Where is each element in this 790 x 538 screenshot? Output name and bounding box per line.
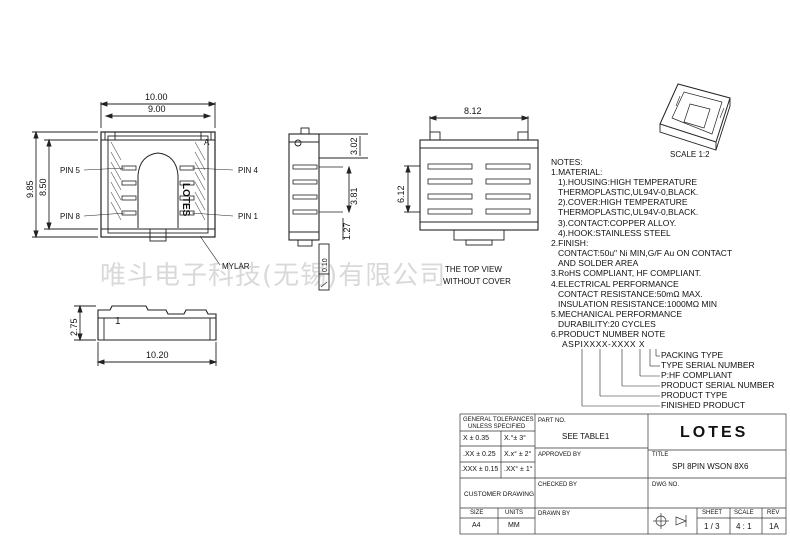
- notes-heading: NOTES:: [551, 157, 583, 167]
- legend-item: PACKING TYPE: [661, 350, 724, 360]
- bottom-view: 8.12 6.12 THE TOP VIEW WITHOUT COVER: [396, 106, 539, 286]
- dim-10-20: 10.20: [146, 350, 169, 360]
- tol-ang: .XX° ± 1°: [504, 466, 533, 473]
- note-line: THERMOPLASTIC,UL94V-0,BLACK.: [558, 207, 699, 217]
- rev-label: REV: [767, 510, 780, 516]
- legend-item: P:HF COMPLIANT: [661, 370, 733, 380]
- dim-8-12: 8.12: [464, 106, 482, 116]
- tol-header-1: GENERAL TOLERANCES: [463, 417, 534, 423]
- company-logo: LOTES: [680, 424, 749, 441]
- size-value: A4: [472, 522, 481, 529]
- dim-9-85: 9.85: [25, 180, 35, 198]
- note-line: 3).CONTACT:COPPER ALLOY.: [558, 218, 677, 228]
- note-line: CONTACT RESISTANCE:50mΩ MAX.: [558, 289, 703, 299]
- dim-3-81: 3.81: [349, 187, 359, 205]
- note-line: THERMOPLASTIC,UL94V-0,BLACK.: [558, 187, 699, 197]
- legend-item: PRODUCT TYPE: [661, 390, 728, 400]
- sheet-label: SHEET: [702, 510, 723, 516]
- tol-ang: X.°± 3°: [504, 435, 526, 442]
- part-no-label: PART NO.: [538, 418, 566, 424]
- units-value: MM: [508, 522, 520, 529]
- note-line: 6.PRODUCT NUMBER NOTE: [551, 329, 666, 339]
- iso-scale-label: SCALE 1:2: [670, 150, 710, 159]
- legend-item: TYPE SERIAL NUMBER: [661, 360, 755, 370]
- front-view: 1 2.75 10.20: [69, 304, 218, 366]
- note-line: 2).COVER:HIGH TEMPERATURE: [558, 197, 688, 207]
- iso-view: SCALE 1:2: [659, 83, 731, 159]
- note-line: 1.MATERIAL:: [551, 167, 603, 177]
- tol-ang: X.x° ± 2°: [504, 451, 532, 458]
- flatness-value: 0.10: [322, 258, 329, 272]
- customer-drawing: CUSTOMER DRAWING: [464, 491, 535, 498]
- note-line: CONTACT:50u" Ni MIN,G/F Au ON CONTACT: [558, 248, 733, 258]
- note-line: 1).HOUSING:HIGH TEMPERATURE: [558, 177, 698, 187]
- scale-value: 4 : 1: [736, 522, 752, 531]
- part-number-leaders: [581, 349, 660, 407]
- title-block: [459, 413, 787, 535]
- legend-item: PRODUCT SERIAL NUMBER: [661, 380, 775, 390]
- note-line: 4).HOOK:STAINLESS STEEL: [558, 228, 671, 238]
- bottom-caption-1: THE TOP VIEW: [445, 265, 502, 274]
- dim-2-75: 2.75: [69, 318, 79, 336]
- approved-by: APPROVED BY: [538, 452, 582, 458]
- dim-3-02: 3.02: [349, 137, 359, 155]
- side-view: 3.02 3.81 1.27 0.10: [288, 127, 368, 291]
- units-label: UNITS: [505, 510, 523, 516]
- tol-header-2: UNLESS SPECIFIED: [468, 424, 526, 430]
- legend-item: FINISHED PRODUCT: [661, 400, 746, 410]
- pin-1-label: PIN 1: [238, 212, 259, 221]
- size-label: SIZE: [470, 510, 484, 516]
- front-pin-number: 1: [115, 316, 121, 327]
- dwg-no-label: DWG NO.: [652, 482, 679, 488]
- sheet-value: 1 / 3: [704, 522, 720, 531]
- dim-1-27: 1.27: [342, 222, 352, 240]
- mylar-label: MYLAR: [222, 262, 250, 271]
- pin-8-label: PIN 8: [60, 212, 81, 221]
- pin-4-label: PIN 4: [238, 166, 259, 175]
- scale-label: SCALE: [734, 510, 754, 516]
- note-line: AND SOLDER AREA: [558, 258, 639, 268]
- rev-value: 1A: [769, 522, 779, 531]
- dim-10-00: 10.00: [145, 92, 168, 102]
- dim-9-00: 9.00: [148, 104, 166, 114]
- checked-by: CHECKED BY: [538, 482, 578, 488]
- pin-5-label: PIN 5: [60, 166, 81, 175]
- tol-lin: .XXX ± 0.15: [461, 466, 499, 473]
- dim-8-50: 8.50: [38, 178, 48, 196]
- dim-6-12: 6.12: [396, 185, 406, 203]
- note-line: 5.MECHANICAL PERFORMANCE: [551, 309, 682, 319]
- brand-mark: LOTES: [180, 183, 191, 217]
- part-no-value: SEE TABLE1: [562, 432, 610, 441]
- top-view: 10.00 9.00 LOTES A 9.85 8: [25, 92, 259, 271]
- title-value: SPI 8PIN WSON 8X6: [672, 462, 749, 471]
- note-line: INSULATION RESISTANCE:1000MΩ MIN: [558, 299, 718, 309]
- note-line: DURABILITY:20 CYCLES: [558, 319, 656, 329]
- note-line: 4.ELECTRICAL PERFORMANCE: [551, 279, 679, 289]
- watermark: 唯斗电子科技(无锡)有限公司: [100, 261, 447, 291]
- part-code: ASPIXXXX-XXXX X: [562, 339, 646, 349]
- tol-lin: .XX ± 0.25: [463, 451, 496, 458]
- note-line: 2.FINISH:: [551, 238, 589, 248]
- drawn-by: DRAWN BY: [538, 511, 571, 517]
- note-line: 3.RoHS COMPLIANT, HF COMPLIANT.: [551, 268, 702, 278]
- title-label: TITLE: [652, 452, 669, 458]
- pin-a-label: A: [204, 138, 210, 147]
- tol-lin: X ± 0.35: [463, 435, 490, 442]
- bottom-caption-2: WITHOUT COVER: [443, 277, 511, 286]
